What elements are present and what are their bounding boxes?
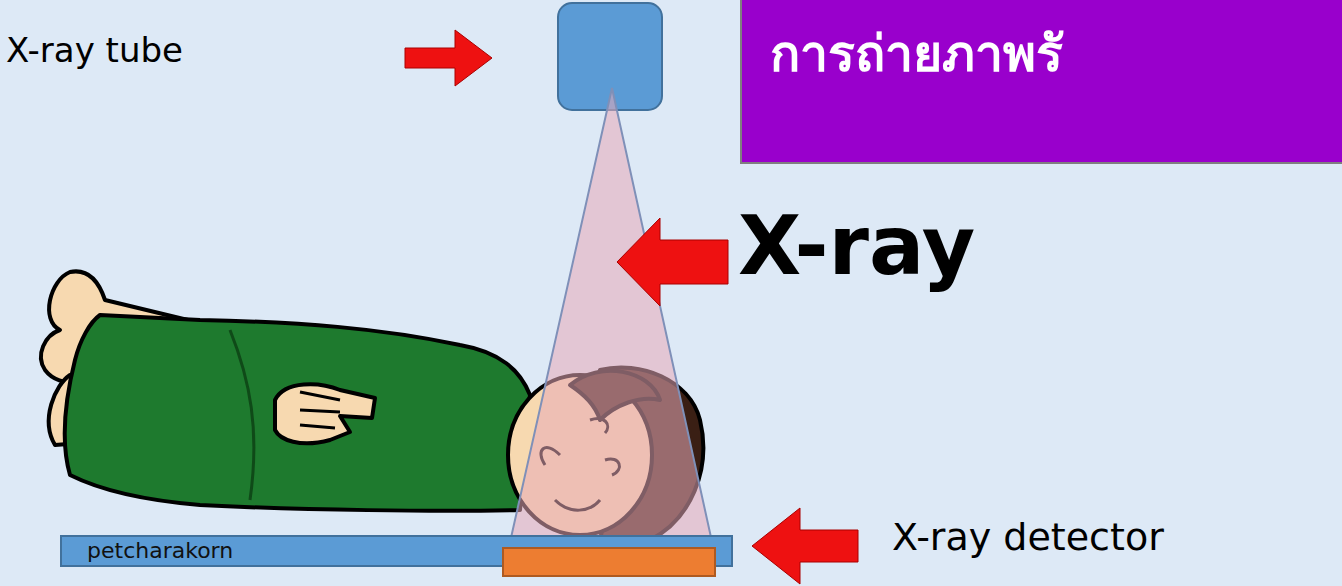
- pointer-arrow: [405, 30, 492, 86]
- xray-beam: [506, 88, 716, 560]
- title-banner: การถ่ายภาพรั: [740, 0, 1342, 164]
- pointer-arrow: [617, 218, 728, 306]
- table-bar: petcharakorn: [60, 535, 733, 567]
- detector-plate: [502, 547, 716, 577]
- part-label: X-ray tube: [6, 30, 183, 70]
- pointer-arrow: [752, 508, 858, 584]
- title-text: การถ่ายภาพรั: [770, 22, 1063, 87]
- node-text: petcharakorn: [87, 538, 233, 563]
- beam-label: X-ray: [738, 198, 975, 293]
- part-label: X-ray detector: [892, 515, 1164, 559]
